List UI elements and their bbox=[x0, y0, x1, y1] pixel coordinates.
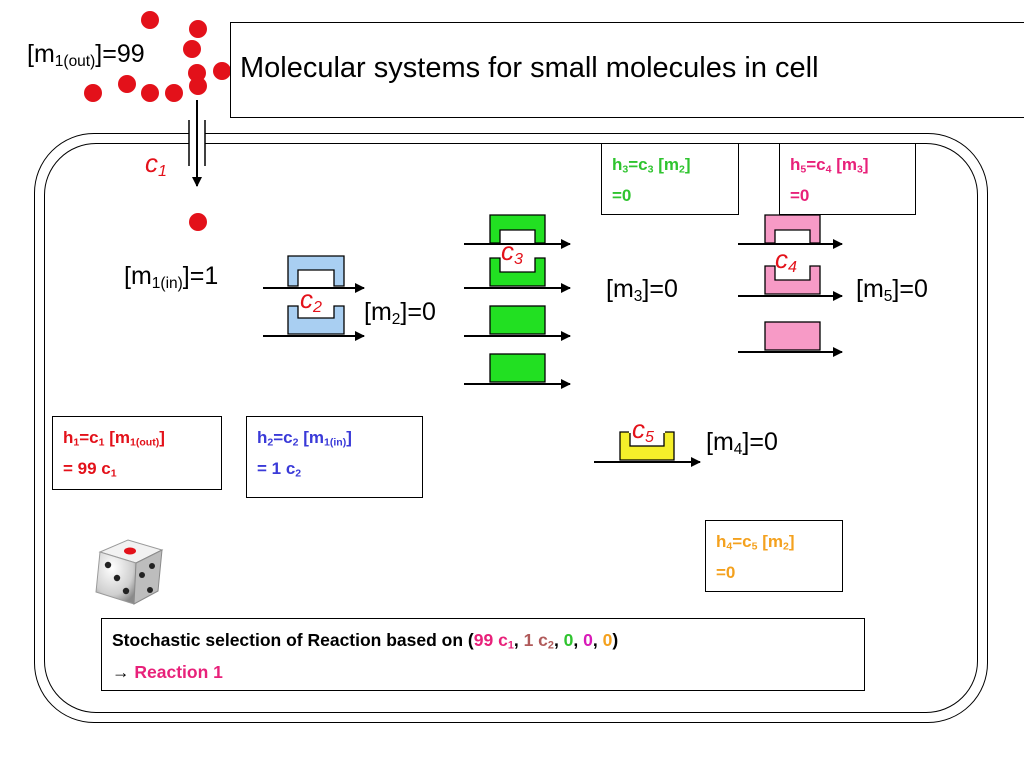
rate-c3: c3 bbox=[501, 236, 523, 269]
conc-m3: [m3]=0 bbox=[606, 275, 678, 305]
molecule-dot bbox=[165, 84, 183, 102]
rate-c4: c4 bbox=[775, 244, 797, 277]
conc-m2: [m2]=0 bbox=[364, 298, 436, 328]
stochastic-selection-box: Stochastic selection of Reaction based o… bbox=[101, 618, 865, 691]
molecule-dot bbox=[188, 64, 206, 82]
molecule-dot bbox=[141, 84, 159, 102]
enzyme-c4 bbox=[738, 214, 843, 357]
selection-line: Stochastic selection of Reaction based o… bbox=[112, 630, 619, 652]
molecule-dot bbox=[118, 75, 136, 93]
dice-icon bbox=[95, 539, 164, 605]
propensity-h4-box: h4=c5 [m2] =0 bbox=[705, 520, 843, 592]
enzyme-c2 bbox=[263, 255, 365, 341]
cell-membrane-outer bbox=[34, 133, 988, 723]
conc-m1-in: [m1(in)]=1 bbox=[124, 262, 219, 292]
propensity-h1-box: h1=c1 [m1(out)] = 99 c1 bbox=[52, 416, 222, 490]
propensity-h3-box: h3=c3 [m2] =0 bbox=[601, 143, 739, 215]
molecule-dot bbox=[189, 77, 207, 95]
molecule-dot bbox=[189, 20, 207, 38]
molecule-dot bbox=[84, 84, 102, 102]
propensity-h2-box: h2=c2 [m1(in)] = 1 c2 bbox=[246, 416, 423, 498]
rate-c1: c1 bbox=[145, 148, 167, 181]
inside-molecule-dot bbox=[189, 213, 207, 231]
molecule-dot bbox=[183, 40, 201, 58]
conc-m5: [m5]=0 bbox=[856, 275, 928, 305]
title-box bbox=[230, 22, 1024, 118]
outside-molecules bbox=[84, 11, 231, 102]
selection-result: → Reaction 1 bbox=[112, 661, 223, 682]
conc-m4: [m4]=0 bbox=[706, 428, 778, 458]
enzyme-c3 bbox=[464, 214, 571, 389]
molecule-dot bbox=[141, 11, 159, 29]
membrane-channel-c1 bbox=[188, 100, 206, 187]
page-title: Molecular systems for small molecules in… bbox=[240, 52, 819, 84]
rate-c5: c5 bbox=[632, 414, 654, 447]
rate-c2: c2 bbox=[300, 284, 322, 317]
conc-m1-out: [m1(out)]=99 bbox=[27, 40, 145, 70]
enzyme-c5 bbox=[594, 430, 701, 467]
molecule-dot bbox=[213, 62, 231, 80]
propensity-h5-box: h5=c4 [m3] =0 bbox=[779, 143, 916, 215]
cell-membrane-inner bbox=[44, 143, 978, 713]
